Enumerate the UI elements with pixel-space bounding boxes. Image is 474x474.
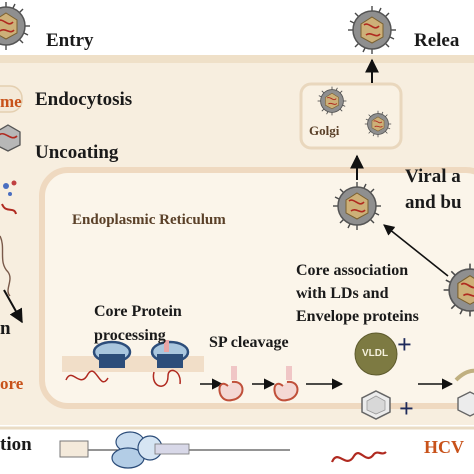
core-association-label-3: Envelope proteins xyxy=(296,308,419,325)
plus-icon-bottom: + xyxy=(399,394,414,423)
sp-cleavage-label: SP cleavage xyxy=(209,334,289,351)
budding-arrow xyxy=(383,224,449,277)
left-fragment-n: n xyxy=(0,318,11,339)
core-association-label-1: Core association xyxy=(296,262,409,279)
golgi-label: Golgi xyxy=(309,123,340,138)
hcv-label: HCV xyxy=(424,437,464,457)
vldl-particle xyxy=(354,332,398,376)
viral-assembly-label-2: and bu xyxy=(405,192,462,213)
plus-icon-top: + xyxy=(397,330,412,359)
released-virion-icon xyxy=(347,5,397,55)
translation-arrow xyxy=(3,289,23,324)
sp-cleavage-peptide-2 xyxy=(273,366,299,402)
uncoating-label: Uncoating xyxy=(35,142,119,163)
plasma-membrane xyxy=(0,55,474,63)
golgi-virion-small-icon xyxy=(364,110,392,138)
sp-cleavage-peptide-1 xyxy=(218,366,244,402)
lipid-droplet-core-icon xyxy=(361,390,391,420)
viral-assembly-label-1: Viral a xyxy=(405,166,461,187)
left-fragment-tion: tion xyxy=(0,434,32,455)
uncoating-capsid-icon xyxy=(0,124,21,152)
budding-membrane xyxy=(454,368,474,417)
vldl-label: VLDL xyxy=(362,348,389,359)
endosome-icon xyxy=(0,85,23,113)
translation-ribosome-illustration xyxy=(59,431,290,469)
endocytosis-label: Endocytosis xyxy=(35,89,133,110)
endosome-label: me xyxy=(0,92,22,111)
core-protein-label-2: processing xyxy=(94,327,166,344)
release-label: Relea xyxy=(414,30,460,51)
golgi-virion-icon xyxy=(317,86,347,116)
left-fragment-core: ore xyxy=(0,374,24,393)
core-processing-illustration xyxy=(62,340,204,387)
entry-virion-icon xyxy=(0,1,31,51)
entry-label: Entry xyxy=(46,30,94,51)
assembled-virion-icon xyxy=(332,181,382,231)
er-label: Endoplasmic Reticulum xyxy=(72,212,226,228)
core-association-label-2: with LDs and xyxy=(296,285,389,302)
core-protein-label-1: Core Protein xyxy=(94,303,182,320)
hcv-rna-icon xyxy=(330,451,387,463)
released-rna-icon xyxy=(0,180,17,297)
